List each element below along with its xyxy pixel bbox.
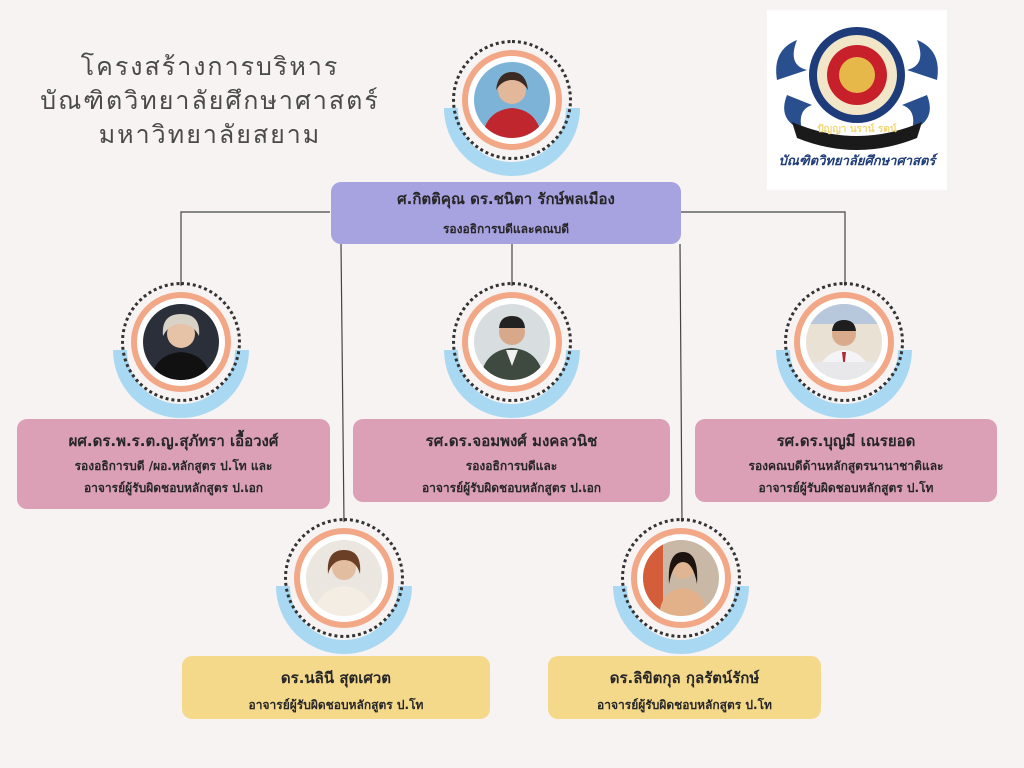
portrait-icon [474, 304, 550, 380]
right-name: รศ.ดร.บุญมี เณรยอด [776, 432, 916, 450]
right-role-1: รองคณบดีด้านหลักสูตรนานาชาติและ [748, 459, 944, 473]
person-left-avatar [113, 282, 249, 418]
left-role-1: รองอธิการบดี /ผอ.หลักสูตร ป.โท และ [74, 459, 273, 473]
portrait-icon [806, 304, 882, 380]
person-bottom-left-avatar [276, 518, 412, 654]
center-card: รศ.ดร.จอมพงศ์ มงคลวนิช รองอธิการบดีและ อ… [353, 419, 670, 502]
bottom-left-role: อาจารย์ผู้รับผิดชอบหลักสูตร ป.โท [248, 698, 424, 712]
portrait-icon [474, 62, 550, 138]
portrait-icon [306, 540, 382, 616]
title-line-3: มหาวิทยาลัยสยาม [98, 120, 322, 149]
bottom-left-name: ดร.นลินี สุตเศวต [280, 669, 392, 687]
center-name: รศ.ดร.จอมพงศ์ มงคลวนิช [425, 432, 598, 450]
person-bottom-right-avatar [613, 518, 749, 654]
head-role: รองอธิการบดีและคณบดี [442, 222, 569, 236]
connector-right [680, 211, 846, 286]
left-card: ผศ.ดร.พ.ร.ต.ญ.สุภัทรา เอื้อวงศ์ รองอธิกา… [17, 419, 330, 509]
logo-emblem [776, 27, 938, 150]
bottom-right-card: ดร.ลิขิตกุล กุลรัตน์รักษ์ อาจารย์ผู้รับผ… [548, 656, 821, 719]
portrait-icon [643, 540, 719, 616]
connector-left [180, 211, 330, 286]
person-center-avatar [444, 282, 580, 418]
university-logo: ปัญญา นราน์ รตน์ บัณฑิตวิทยาลัยศึกษาศาสต… [767, 10, 947, 190]
title-line-1: โครงสร้างการบริหาร [80, 52, 340, 81]
connector-bottom-right [679, 243, 683, 523]
bottom-left-card: ดร.นลินี สุตเศวต อาจารย์ผู้รับผิดชอบหลัก… [182, 656, 490, 719]
title-line-2: บัณฑิตวิทยาลัยศึกษาศาสตร์ [40, 86, 380, 115]
portrait-icon [143, 304, 219, 380]
person-right-avatar [776, 282, 912, 418]
right-card: รศ.ดร.บุญมี เณรยอด รองคณบดีด้านหลักสูตรน… [695, 419, 997, 502]
connector-bottom-left [340, 243, 345, 523]
bottom-right-role: อาจารย์ผู้รับผิดชอบหลักสูตร ป.โท [597, 698, 772, 712]
bottom-right-name: ดร.ลิขิตกุล กุลรัตน์รักษ์ [609, 669, 760, 687]
head-name: ศ.กิตติคุณ ดร.ชนิตา รักษ์พลเมือง [397, 190, 615, 208]
center-role-2: อาจารย์ผู้รับผิดชอบหลักสูตร ป.เอก [421, 481, 602, 495]
logo-caption: บัณฑิตวิทยาลัยศึกษาศาสตร์ [778, 154, 936, 169]
head-card: ศ.กิตติคุณ ดร.ชนิตา รักษ์พลเมือง รองอธิก… [331, 182, 681, 244]
left-name: ผศ.ดร.พ.ร.ต.ญ.สุภัทรา เอื้อวงศ์ [68, 432, 279, 450]
person-head-avatar [444, 40, 580, 176]
right-role-2: อาจารย์ผู้รับผิดชอบหลักสูตร ป.โท [758, 481, 934, 495]
logo-motto: ปัญญา นราน์ รตน์ [817, 124, 897, 135]
left-role-2: อาจารย์ผู้รับผิดชอบหลักสูตร ป.เอก [83, 481, 264, 495]
page-title: โครงสร้างการบริหาร บัณฑิตวิทยาลัยศึกษาศา… [20, 50, 400, 152]
center-role-1: รองอธิการบดีและ [465, 459, 558, 473]
